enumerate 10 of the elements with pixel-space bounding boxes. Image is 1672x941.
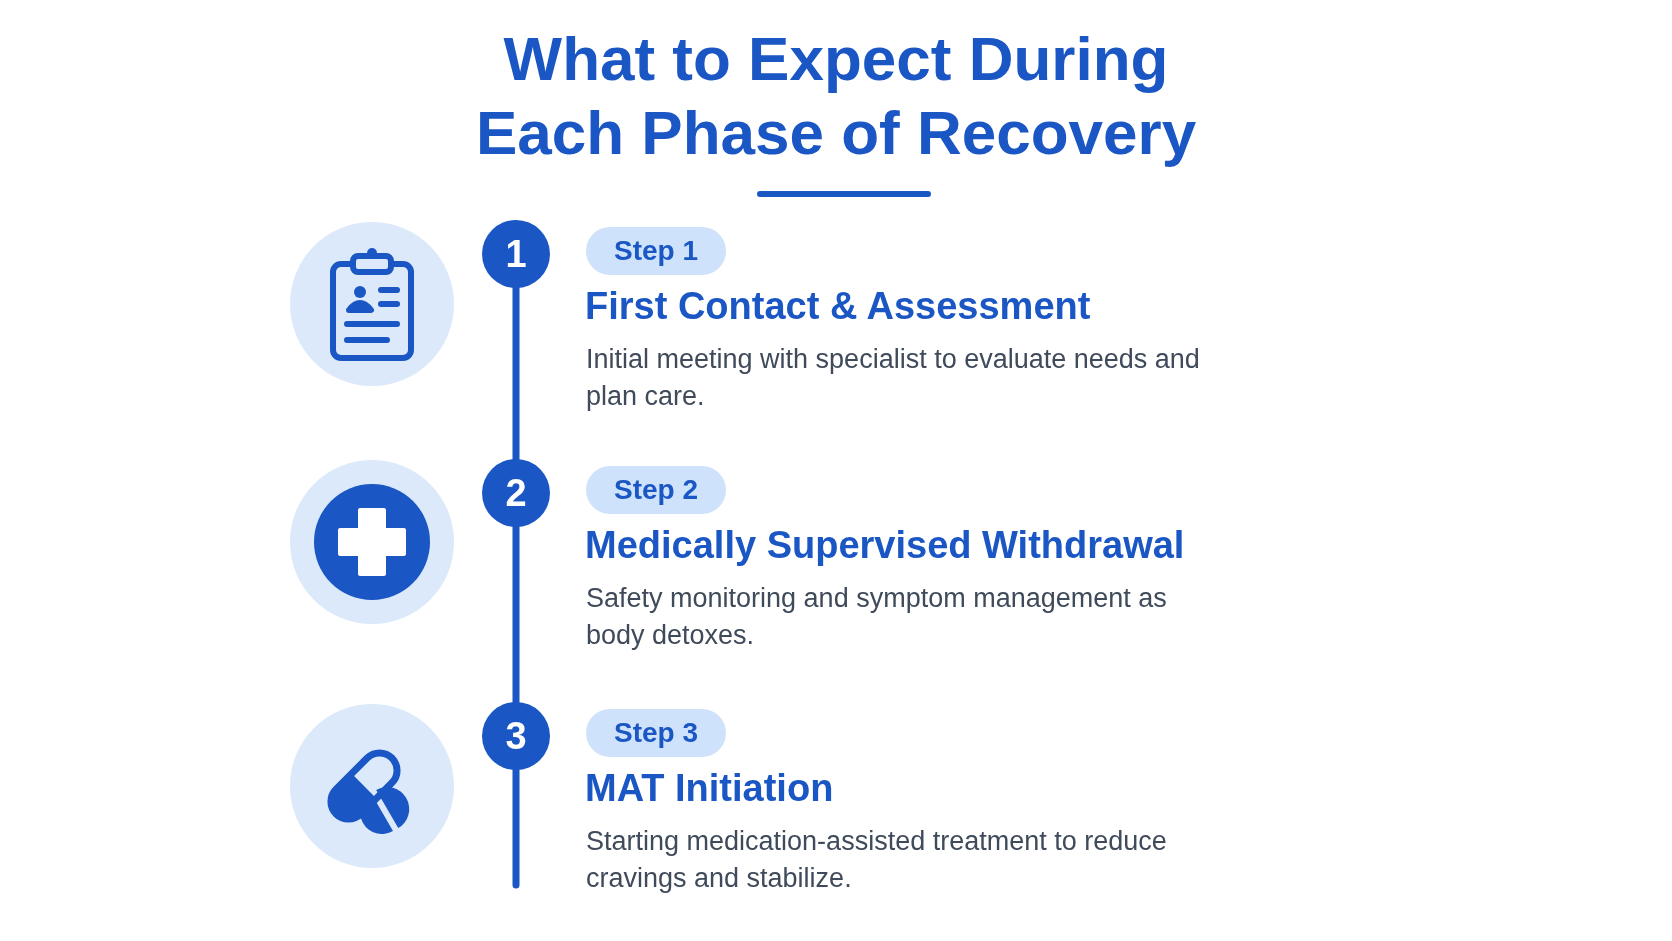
step-description: Safety monitoring and symptom management as body detoxes.: [586, 582, 1168, 652]
title: What to Expect During Each Phase of Recovery: [474, 23, 1198, 169]
step-heading: First Contact & Assessment: [585, 284, 1092, 328]
step-description: Initial meeting with specialist to evaluate needs and plan care.: [586, 343, 1201, 413]
step-description: Starting medication-assisted treatment to reduce cravings and stabilize.: [586, 825, 1168, 895]
step-pill: Step 2: [586, 466, 726, 514]
step-heading: MAT Initiation: [585, 766, 835, 810]
step-pill: Step 1: [586, 227, 726, 275]
step-heading: Medically Supervised Withdrawal: [585, 523, 1186, 567]
step-pill: Step 3: [586, 709, 726, 757]
